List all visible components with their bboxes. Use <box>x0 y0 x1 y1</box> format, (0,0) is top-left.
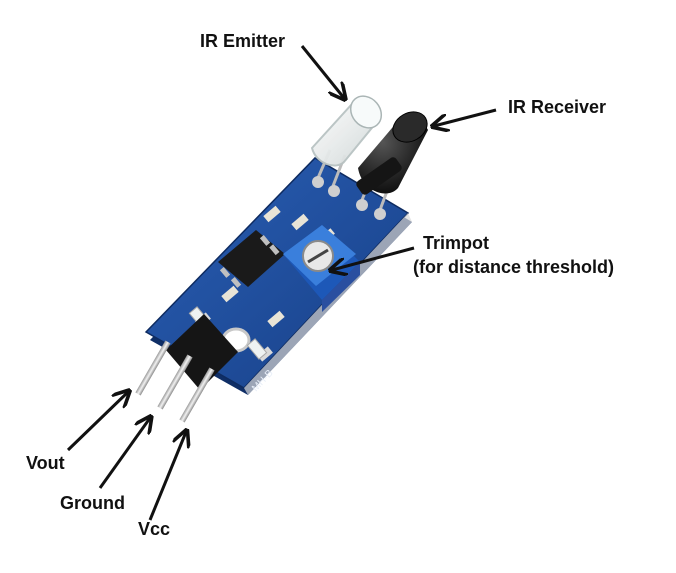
arrow-trimpot <box>332 246 415 270</box>
arrow-vcc <box>148 432 186 521</box>
pin-vcc <box>179 367 215 423</box>
signal-led <box>246 338 268 360</box>
label-vout: Vout <box>26 453 65 473</box>
comparator-chip <box>218 230 285 288</box>
label-trimpot-purpose: (for distance threshold) <box>413 257 615 277</box>
arrow-ir-receiver <box>434 108 497 126</box>
arrow-ir-emitter <box>300 45 344 98</box>
pin-ground <box>157 354 193 410</box>
label-ir-receiver: IR Receiver <box>508 97 607 117</box>
arrow-ground <box>98 418 150 489</box>
pin-vout <box>135 340 171 396</box>
solder-pads <box>312 176 386 220</box>
label-ir-emitter: IR Emitter <box>200 31 286 51</box>
header-pins <box>135 314 238 423</box>
arrow-vout <box>66 392 128 452</box>
label-vcc: Vcc <box>138 519 171 539</box>
trimpot <box>283 225 360 312</box>
label-trimpot: Trimpot <box>423 233 489 253</box>
ir-emitter-led <box>310 95 383 187</box>
label-ground: Ground <box>60 493 125 513</box>
annotation-arrows <box>66 45 497 521</box>
ir-receiver <box>356 111 428 211</box>
